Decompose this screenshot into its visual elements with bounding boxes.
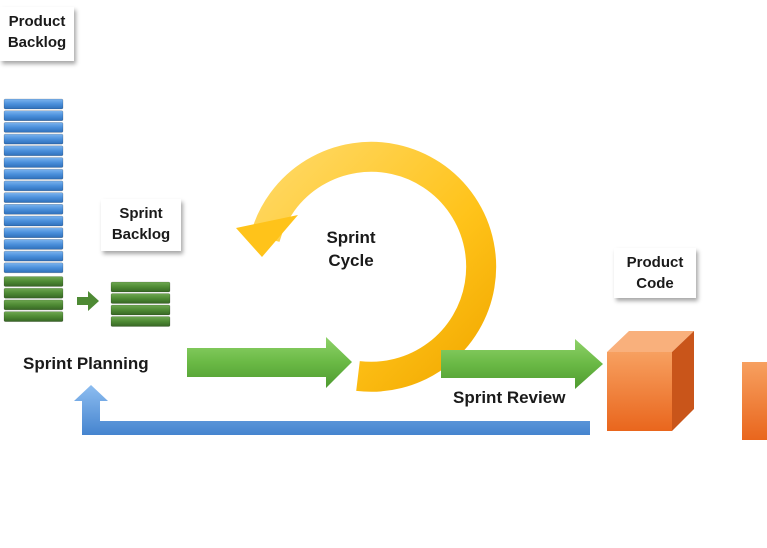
sprint-backlog-item <box>110 293 171 304</box>
backlog-item-green <box>3 311 64 322</box>
product-code-cube <box>607 331 694 431</box>
product-backlog-label: Product Backlog <box>0 7 74 61</box>
backlog-item-blue <box>3 192 64 203</box>
sprint-backlog-label-line2: Backlog <box>111 226 171 243</box>
backlog-item-blue <box>3 180 64 192</box>
backlog-item-blue <box>3 157 64 168</box>
feedback-arrow <box>74 385 590 435</box>
sprint-cycle-arrow <box>236 141 497 392</box>
sprint-cycle-label-line1: Sprint <box>326 228 376 247</box>
product-code-label-line1: Product <box>626 254 684 271</box>
sprint-review-label: Sprint Review <box>453 388 566 407</box>
backlog-item-green <box>3 287 64 299</box>
product-backlog-label-line1: Product <box>8 13 66 30</box>
sprint-backlog-item <box>110 281 171 293</box>
backlog-item-blue <box>3 145 64 157</box>
planning-to-cycle-arrow <box>187 337 352 388</box>
backlog-item-blue <box>3 204 64 215</box>
product-backlog-stack <box>3 98 64 322</box>
sprint-cycle-label-line2: Cycle <box>328 251 374 270</box>
backlog-item-blue <box>3 168 64 180</box>
sprint-backlog-item <box>110 316 171 327</box>
to-sprint-backlog-arrow <box>77 291 99 311</box>
backlog-item-blue <box>3 110 64 121</box>
backlog-item-blue <box>3 133 64 145</box>
backlog-item-blue <box>3 250 64 262</box>
backlog-item-green <box>3 276 64 287</box>
cycle-to-product-arrow <box>441 339 603 389</box>
sprint-backlog-item <box>110 304 171 316</box>
product-code-label: Product Code <box>614 248 696 298</box>
backlog-item-green <box>3 299 64 311</box>
backlog-item-blue <box>3 239 64 250</box>
backlog-item-blue <box>3 122 64 133</box>
next-product-cube <box>742 362 767 440</box>
sprint-backlog-label-line1: Sprint <box>119 205 163 222</box>
sprint-backlog-stack <box>110 281 171 327</box>
backlog-item-blue <box>3 227 64 238</box>
backlog-item-blue <box>3 262 64 274</box>
product-code-label-line2: Code <box>636 275 674 292</box>
product-backlog-label-line2: Backlog <box>7 34 67 51</box>
sprint-cycle-label: Sprint Cycle <box>318 226 384 272</box>
sprint-planning-label: Sprint Planning <box>23 354 149 373</box>
sprint-backlog-label: Sprint Backlog <box>101 199 181 251</box>
backlog-item-blue <box>3 215 64 227</box>
backlog-item-blue <box>3 98 64 110</box>
